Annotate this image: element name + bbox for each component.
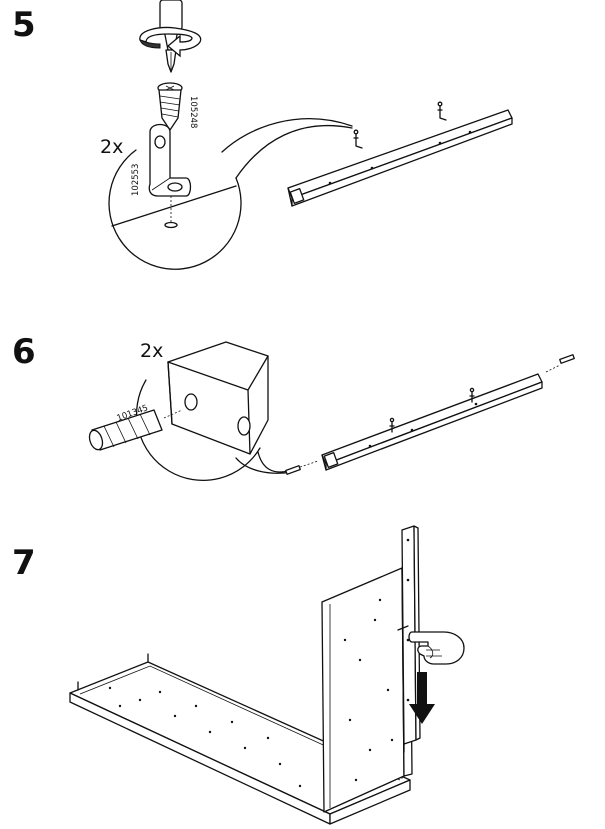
rail-5	[287, 101, 513, 207]
quantity-label: 2x	[140, 340, 163, 362]
step-number: 6	[12, 332, 36, 372]
step-5: 5 2x 105248 102553	[12, 0, 513, 270]
part-number-bracket: 102553	[131, 164, 141, 196]
dowel-icon	[88, 409, 163, 451]
side-panel	[321, 565, 413, 813]
panel-block	[167, 341, 269, 455]
guide-line	[163, 409, 183, 419]
screw-icon	[157, 82, 183, 131]
pilot-hole	[164, 221, 178, 229]
rotation-arrow-icon	[139, 26, 202, 58]
rail-6	[285, 354, 575, 475]
step-7: 7	[12, 525, 465, 825]
pointing-hand-icon	[408, 631, 465, 665]
step-number: 7	[12, 543, 36, 583]
quantity-label: 2x	[100, 136, 123, 158]
down-arrow-icon	[409, 672, 435, 724]
detail-circle	[108, 118, 353, 270]
step-number: 5	[12, 5, 36, 45]
step-6: 6 2x 101345	[12, 332, 575, 482]
angle-bracket-icon	[148, 123, 192, 197]
screwdriver-icon	[159, 0, 183, 73]
part-number-screw: 105248	[188, 96, 198, 128]
